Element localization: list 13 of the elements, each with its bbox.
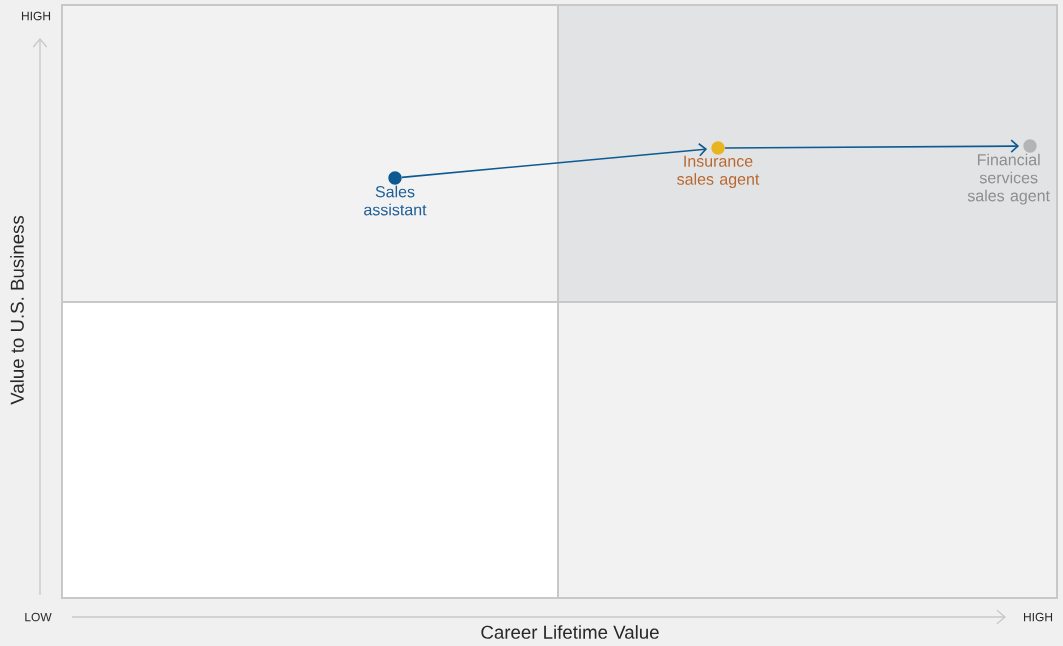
data-point: Financial services sales agent [967,139,1050,205]
axis-title: Value to U.S. Business [10,215,24,405]
arrow [401,142,708,179]
node-label: Financial services sales agent [967,153,1050,205]
axis-tick-label: HIGH [22,11,51,21]
axis-title: Career Lifetime Value [481,625,659,639]
node-label: Insurance sales agent [677,155,760,188]
data-point: Insurance sales agent [677,141,760,188]
arrow [724,139,1020,153]
data-point: Sales assistant [364,171,427,216]
axis-tick-label: LOW [25,612,52,622]
axis-tick-label: HIGH [1024,612,1053,622]
node-label: Sales assistant [364,185,427,216]
